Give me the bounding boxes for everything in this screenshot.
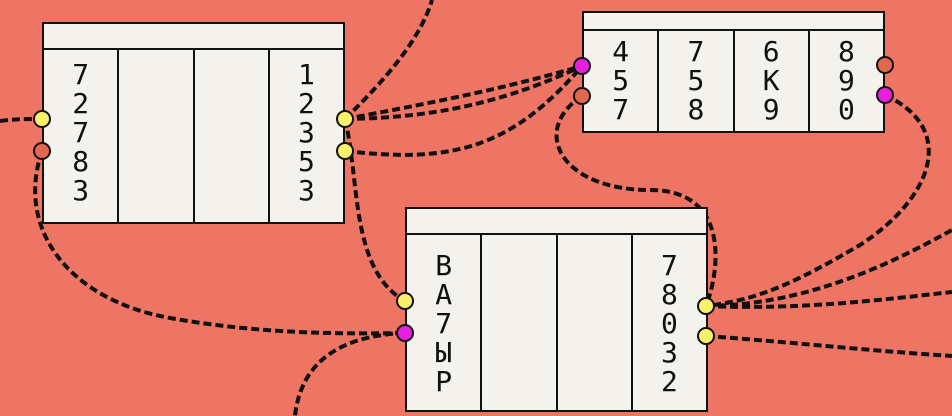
cell-text: 8 9 0 (837, 35, 855, 126)
node-cell: В А 7 Ы Р (407, 235, 483, 410)
cell-text: 7 5 8 (687, 35, 705, 126)
node-cell (558, 235, 633, 410)
port-connector[interactable] (33, 142, 51, 160)
wire (33, 150, 406, 336)
node-box[interactable]: 7 2 7 8 3 1 2 3 5 3 (42, 22, 345, 224)
node-cell: 6 К 9 (735, 31, 810, 131)
cell-text: 4 5 7 (612, 35, 630, 126)
port-connector[interactable] (876, 56, 894, 74)
node-cell: 1 2 3 5 3 (270, 50, 343, 222)
node-header[interactable] (44, 24, 343, 50)
node-cell (119, 50, 195, 222)
port-connector[interactable] (396, 292, 414, 310)
wire (554, 94, 718, 307)
node-cell: 8 9 0 (810, 31, 883, 131)
cell-text: 7 2 7 8 3 (72, 58, 90, 207)
node-box[interactable]: В А 7 Ы Р 7 8 0 3 2 (405, 207, 708, 412)
port-connector[interactable] (573, 87, 591, 105)
port-connector[interactable] (33, 110, 51, 128)
wire (343, 118, 406, 303)
wire (344, 64, 584, 157)
port-connector[interactable] (573, 57, 591, 75)
port-connector[interactable] (396, 324, 414, 342)
port-connector[interactable] (697, 297, 715, 315)
wire (705, 290, 952, 309)
node-box[interactable]: 4 5 7 7 5 8 6 К 9 8 9 0 (582, 11, 885, 133)
node-cell: 7 2 7 8 3 (44, 50, 120, 222)
cell-text: 1 2 3 5 3 (297, 58, 315, 207)
node-cell: 7 8 0 3 2 (633, 235, 706, 410)
wire (344, 64, 583, 121)
wire (705, 228, 952, 308)
wire (344, 64, 583, 121)
port-connector[interactable] (876, 86, 894, 104)
node-cell (482, 235, 558, 410)
wire (293, 331, 406, 416)
port-connector[interactable] (336, 142, 354, 160)
port-connector[interactable] (336, 110, 354, 128)
wire (705, 334, 952, 358)
cell-text: 7 8 0 3 2 (660, 249, 678, 398)
wire (705, 93, 931, 308)
wire (343, 0, 434, 121)
node-header[interactable] (407, 209, 706, 235)
port-connector[interactable] (697, 327, 715, 345)
node-cell: 7 5 8 (659, 31, 735, 131)
node-cell: 4 5 7 (584, 31, 660, 131)
node-cell (195, 50, 270, 222)
cell-text: В А 7 Ы Р (435, 249, 453, 398)
node-header[interactable] (584, 13, 883, 31)
cell-text: 6 К 9 (762, 35, 780, 126)
